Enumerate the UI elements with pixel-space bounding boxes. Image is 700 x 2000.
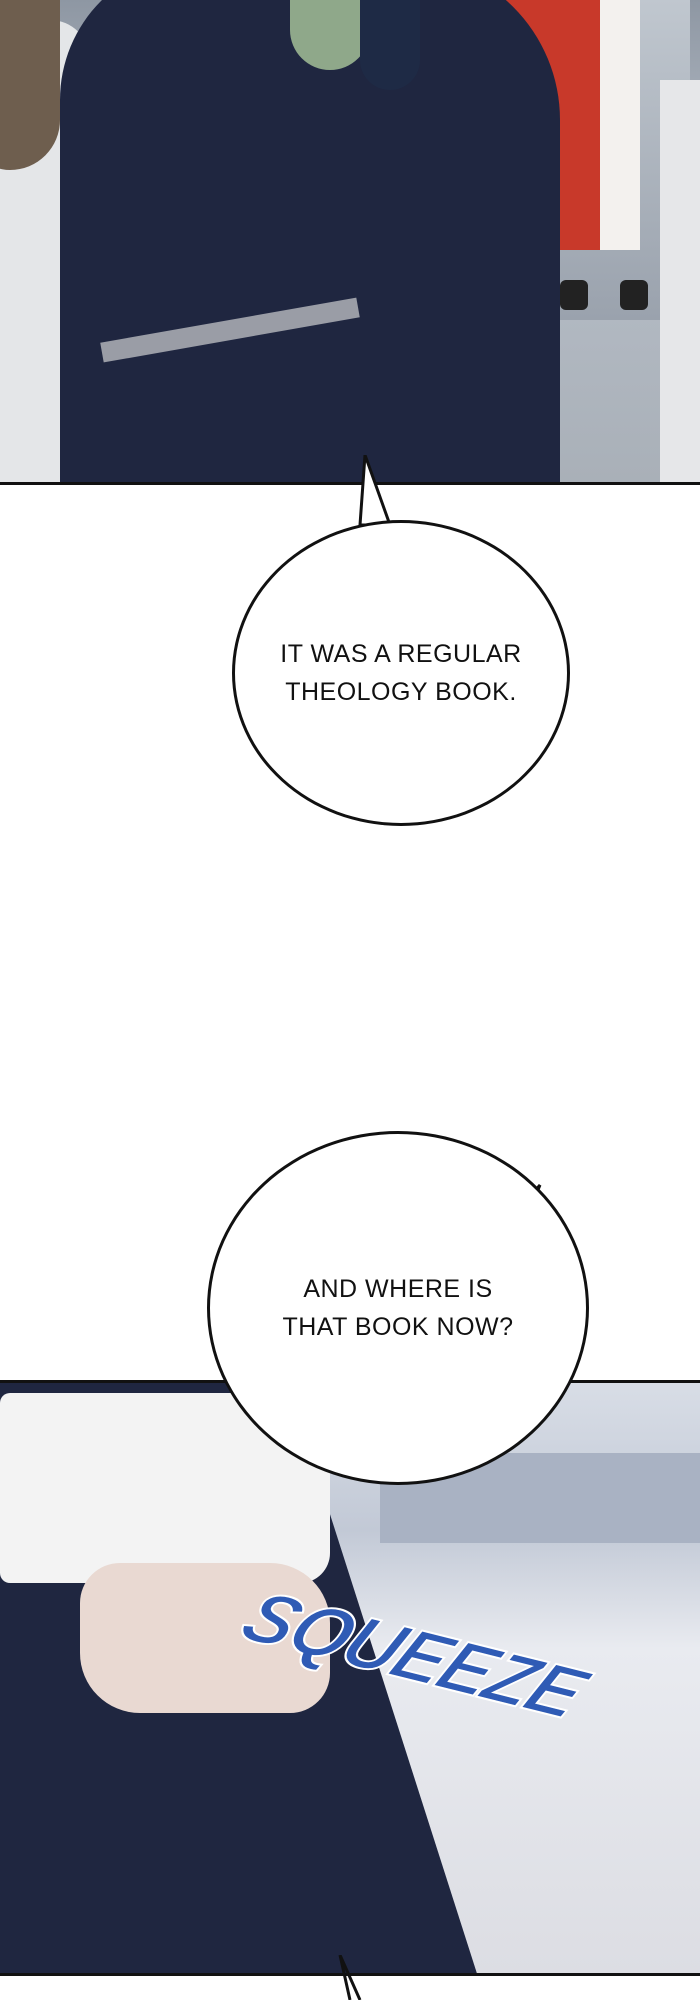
person-green-hair (290, 0, 370, 70)
person-dark-hair (360, 0, 420, 90)
priest-shoe (620, 280, 648, 310)
bystander-hair (0, 0, 60, 170)
nun-habit (60, 0, 560, 482)
bubble-2-line: THAT BOOK NOW? (282, 1313, 514, 1341)
bubble-2-line: AND WHERE IS (303, 1275, 493, 1303)
priest-shoe (560, 280, 588, 310)
speech-bubble-2: AND WHERE IS THAT BOOK NOW? (207, 1131, 589, 1485)
speech-bubble-1: IT WAS A REGULAR THEOLOGY BOOK. (232, 520, 570, 826)
panel-1-crowd-scene (0, 0, 700, 485)
bubble-1-line: IT WAS A REGULAR (280, 640, 522, 668)
bubble-1-line: THEOLOGY BOOK. (285, 678, 517, 706)
next-bubble-tail (338, 1955, 362, 2000)
bystander-right (660, 80, 700, 482)
clasped-hands (80, 1563, 330, 1713)
